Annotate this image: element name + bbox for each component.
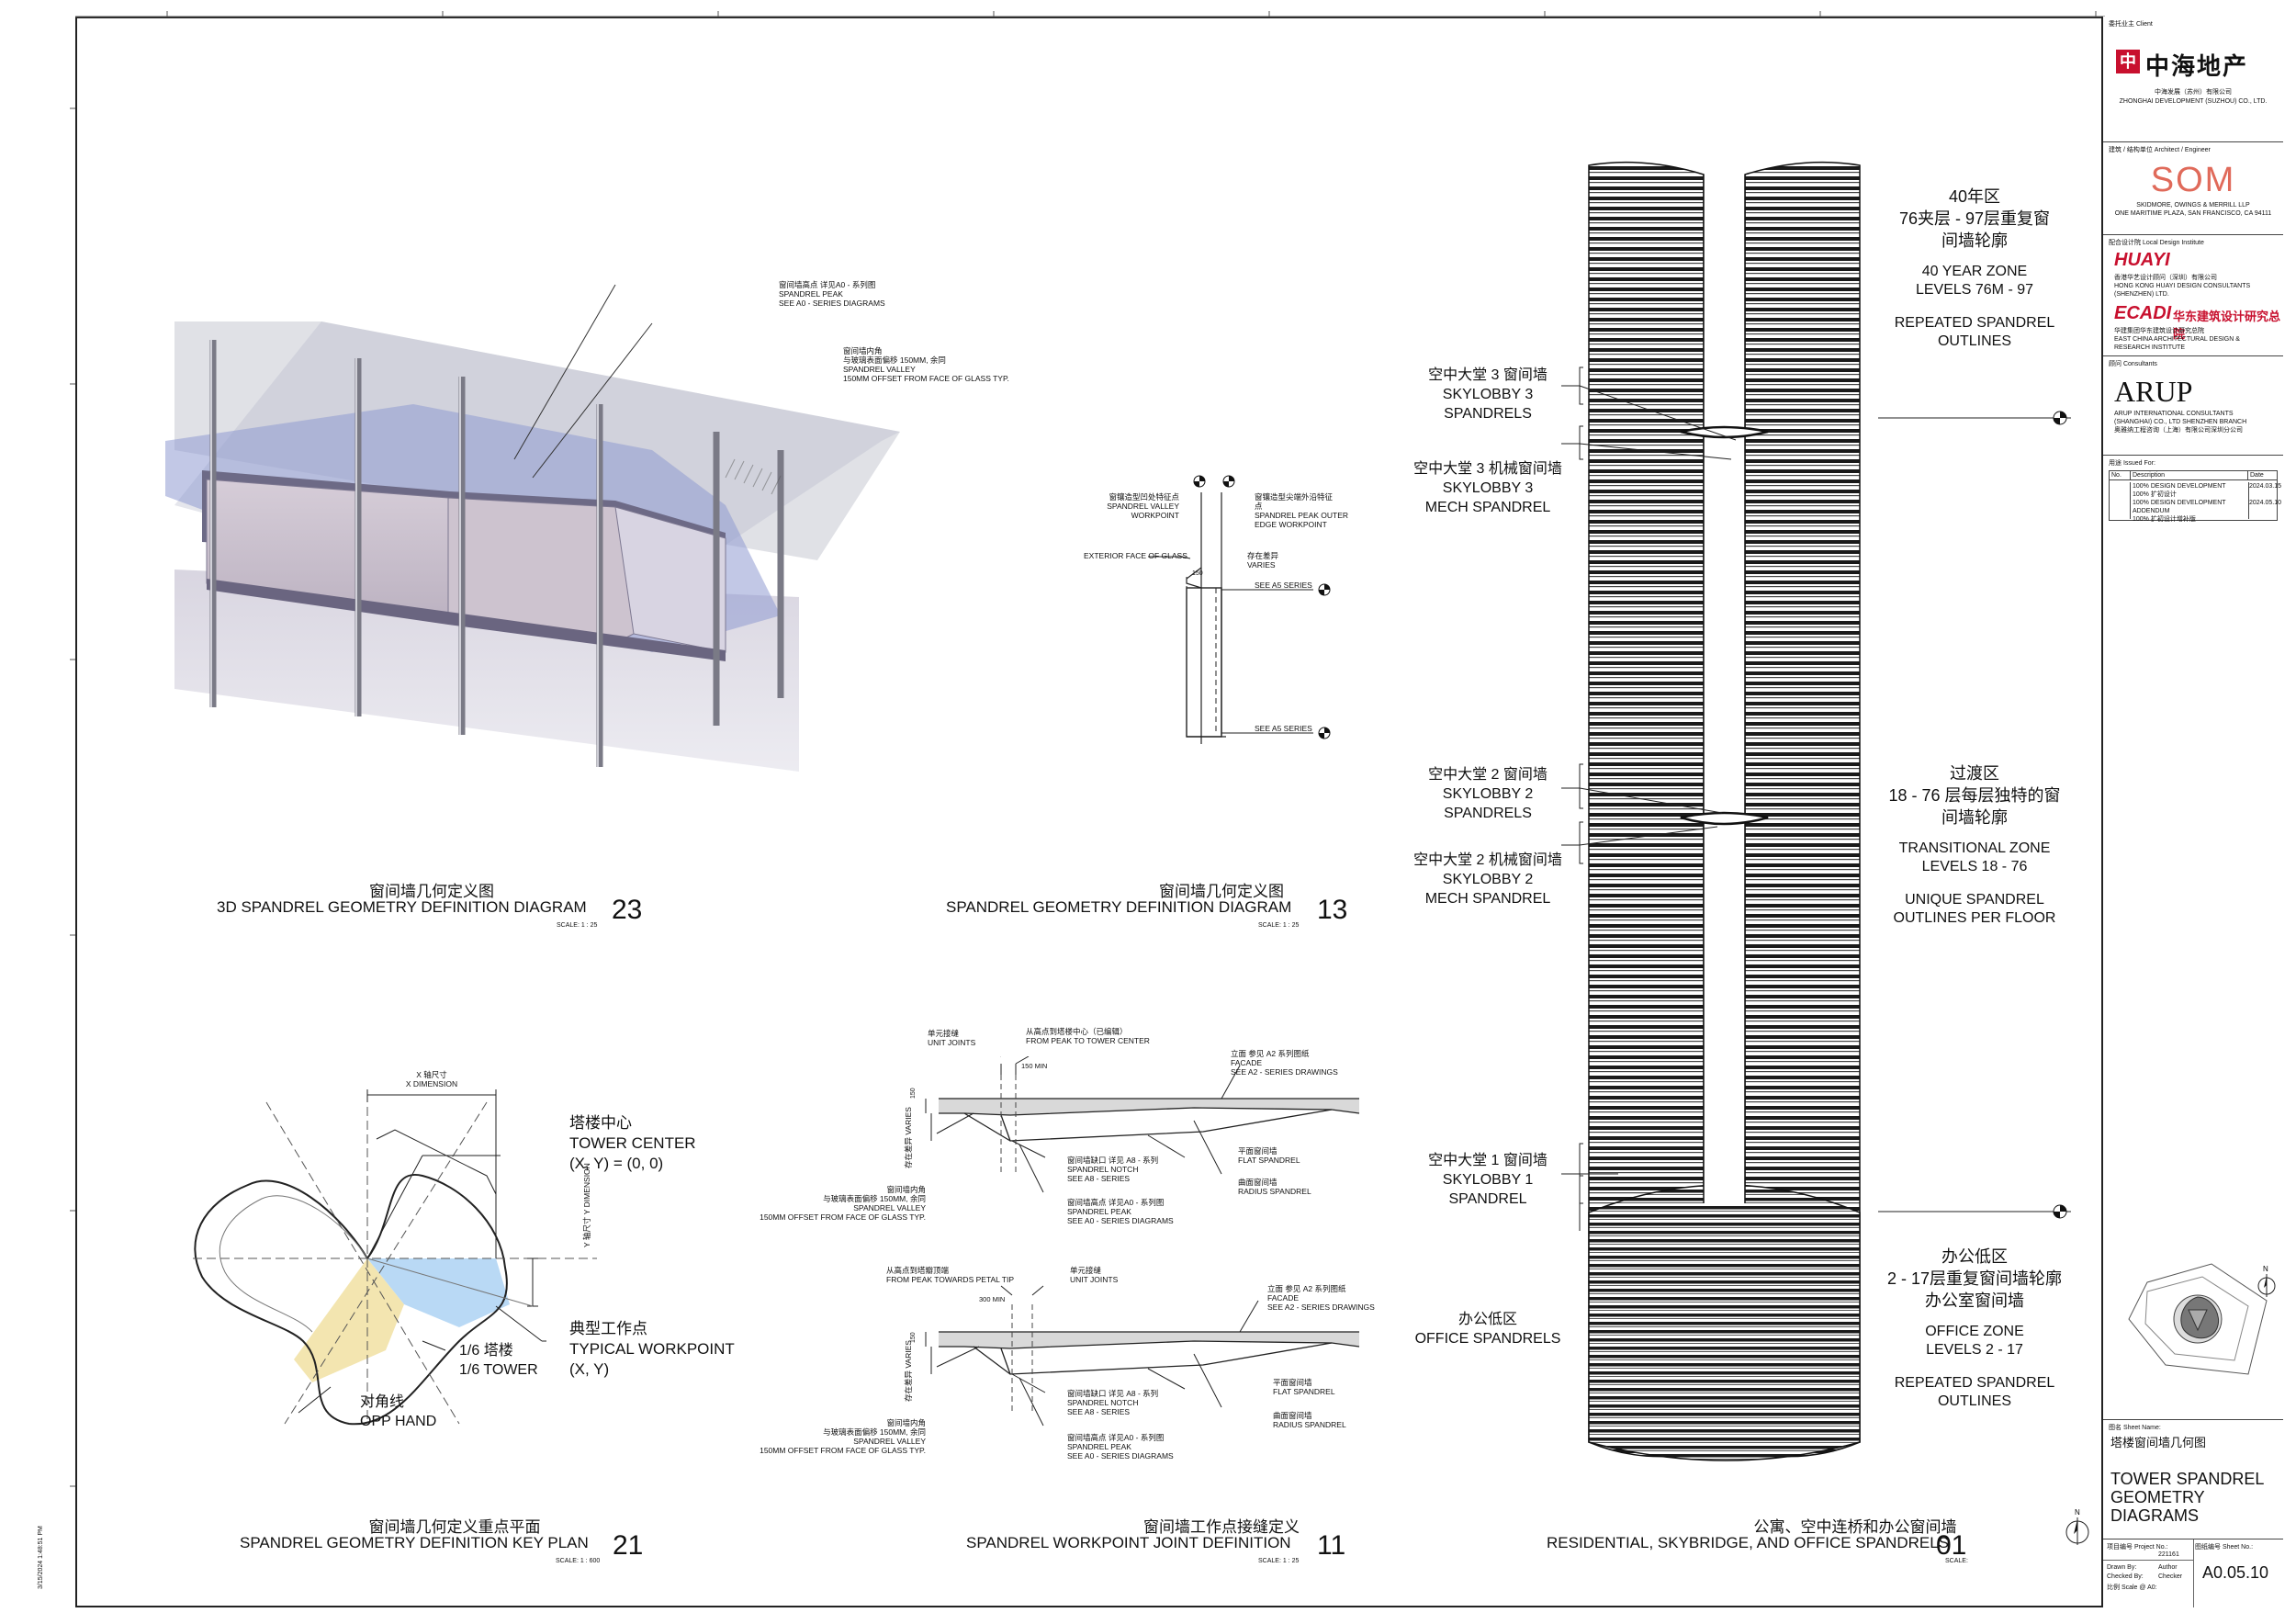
section-workpoint-markers [1193,475,1331,739]
key-plan-svg [193,1089,597,1426]
som-logo: SOM [2150,161,2236,199]
top-varies: 存在差异 VARIES [904,1107,913,1168]
joint-definition-svg [925,1056,1360,1427]
local-design-institute-section: 配合设计院 Local Design Institute HUAYI 香港华艺设… [2103,235,2283,356]
bottom-varies: 存在差异 VARIES [904,1340,913,1402]
top-dim-150: 150 [910,1088,917,1099]
issued-table-header: No. Description Date [2109,470,2278,480]
top-150-min: 150 MIN [1021,1062,1048,1070]
architect-section: 建筑 / 结构单位 Architect / Engineer SOM SKIDM… [2103,142,2283,235]
sheet-info-section: 项目编号 Project No.: 221161 图纸编号 Sheet No.:… [2103,1539,2283,1607]
huayi-logo: HUAYI [2114,250,2170,270]
left-grid-ticks [70,107,75,1487]
svg-text:N: N [2263,1265,2268,1273]
client-logo-icon: 中 [2116,50,2140,73]
sheet-number: A0.05.10 [2202,1563,2269,1582]
spandrel-section-svg [1148,475,1331,744]
margin-date: 3/15/2024 1:48:51 PM [38,1526,44,1589]
ecadi-logo: ECADI [2114,303,2172,323]
client-section: 委托业主 Client 中 中海地产 中海发展（苏州）有限公司 ZHONGHAI… [2103,17,2283,142]
key-plan-thumbnail [2128,1263,2268,1375]
dim-150: 150 [1192,570,1203,577]
note-see-a5-bottom: SEE A5 SERIES [1255,724,1312,733]
sheet-name-section: 图名 Sheet Name: 塔楼窗间墙几何图 TOWER SPANDREL G… [2103,1420,2283,1539]
elevation-leaders [1561,367,2071,1231]
title-block-north-icon: N [2257,1265,2276,1297]
bottom-300-min: 300 MIN [979,1295,1006,1303]
top-peak-to-center: 从高点到塔楼中心（已编辑）FROM PEAK TO TOWER CENTER [1026,1027,1150,1045]
svg-text:N: N [2075,1508,2080,1517]
north-arrow-icon: N [2065,1508,2089,1545]
arup-logo: ARUP [2114,375,2193,408]
note-see-a5-top: SEE A5 SERIES [1255,581,1312,590]
title-block: 委托业主 Client 中 中海地产 中海发展（苏州）有限公司 ZHONGHAI… [2101,17,2283,1607]
issued-for-section: 用途 Issued For: No. Description Date 100%… [2103,456,2283,1420]
spandrel-3d-illustration [165,284,900,772]
tower-spandrel-elevation [1588,161,1861,1461]
top-grid-ticks [75,11,2105,17]
consultant-section: 顾问 Consultants ARUP ARUP INTERNATIONAL C… [2103,356,2283,456]
y-dimension-label: Y 轴尺寸 Y DIMENSION [582,1163,591,1247]
client-logo-text: 中海地产 [2145,52,2249,80]
zone-workpoint-markers [2053,411,2067,1219]
note-glass-face: EXTERIOR FACE OF GLASS [1084,551,1187,560]
